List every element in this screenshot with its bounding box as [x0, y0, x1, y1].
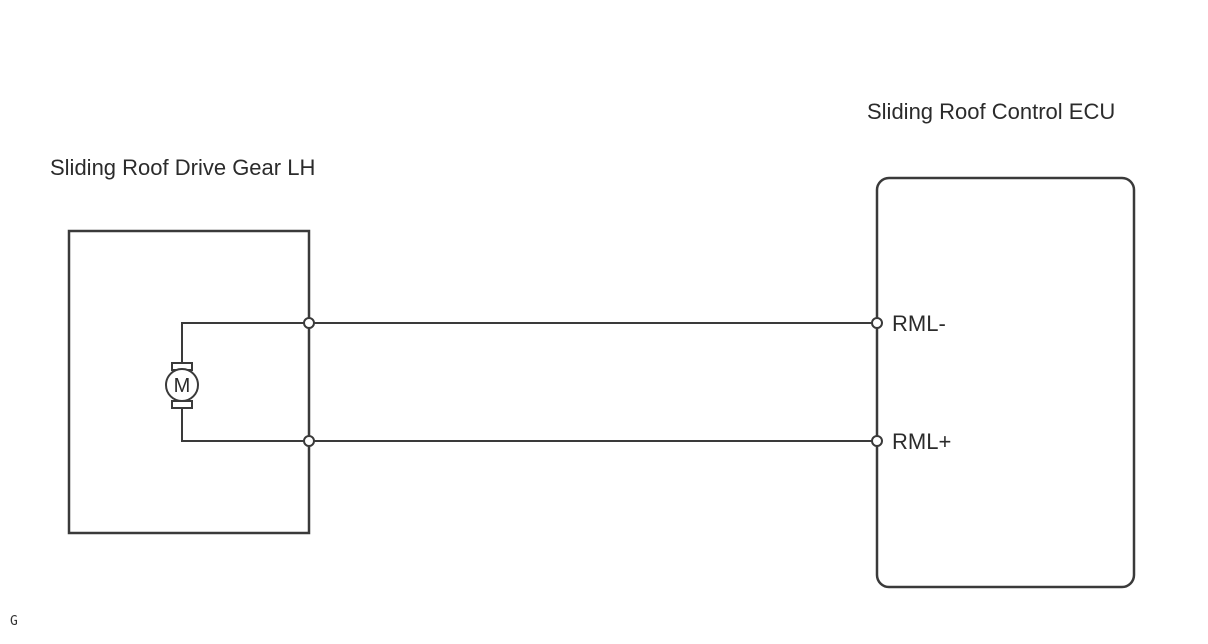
motor-wire-bottom [181, 408, 309, 442]
drive-gear-title: Sliding Roof Drive Gear LH [50, 155, 316, 180]
corner-mark: G [10, 614, 18, 629]
terminal-label-rml-minus: RML- [892, 311, 946, 336]
drive-gear-box [67, 229, 311, 535]
motor-icon: M [165, 362, 199, 409]
ecu-terminal-rml-minus [871, 317, 883, 329]
motor-letter: M [174, 375, 191, 397]
ecu-terminal-rml-plus [871, 435, 883, 447]
drive-gear-terminal-bottom [303, 435, 315, 447]
ecu-box [875, 176, 1136, 589]
drive-gear-terminal-top [303, 317, 315, 329]
terminal-label-rml-plus: RML+ [892, 429, 952, 454]
motor-wire-top [181, 322, 309, 363]
ecu-title: Sliding Roof Control ECU [867, 99, 1116, 124]
